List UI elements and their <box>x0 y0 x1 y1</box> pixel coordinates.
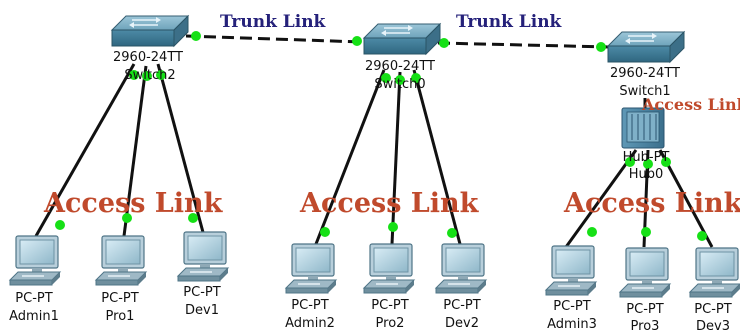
pc-icon <box>363 243 415 294</box>
pc-icon <box>619 247 671 298</box>
trunk-cable-switch0-switch1 <box>437 41 611 49</box>
switch-1-model: 2960-24TT <box>610 66 680 81</box>
pc-type-label: PC-PT <box>553 299 590 314</box>
switch-2-name: Switch2 <box>124 68 175 83</box>
hub-name: Hub0 <box>629 167 664 182</box>
pc-icon <box>95 235 147 286</box>
pc-type-label: PC-PT <box>443 298 480 313</box>
access-cable-pro2 <box>390 71 402 245</box>
switch-icon <box>607 31 685 63</box>
access-link-label-3: Access Link <box>563 188 740 219</box>
link-dot <box>411 73 421 83</box>
pc-icon <box>285 243 337 294</box>
pc-name-label: Dev2 <box>445 316 479 331</box>
pc-type-label: PC-PT <box>694 302 731 317</box>
pc-pro2[interactable]: PC-PT Pro2 <box>363 243 415 331</box>
link-dot <box>129 70 139 80</box>
link-dot <box>352 36 362 46</box>
link-dot <box>142 71 152 81</box>
hub-0[interactable]: Hub-PT Hub0 <box>621 107 670 182</box>
pc-admin2[interactable]: PC-PT Admin2 <box>285 243 337 331</box>
link-dot <box>381 73 391 83</box>
switch-icon <box>111 15 189 47</box>
link-dot <box>388 222 398 232</box>
pc-name-label: Admin3 <box>547 317 597 331</box>
access-cable-pro1 <box>122 65 148 237</box>
pc-type-label: PC-PT <box>101 291 138 306</box>
pc-pro1[interactable]: PC-PT Pro1 <box>95 235 147 324</box>
pc-type-label: PC-PT <box>626 302 663 317</box>
pc-pro3[interactable]: PC-PT Pro3 <box>619 247 671 331</box>
access-link-label-2: Access Link <box>299 188 480 219</box>
pc-type-label: PC-PT <box>291 298 328 313</box>
hub-icon <box>621 107 665 149</box>
pc-name-label: Dev3 <box>696 319 730 331</box>
link-status-dots <box>55 31 707 241</box>
access-cable-admin2 <box>314 69 386 245</box>
pc-icon <box>689 247 740 298</box>
access-cable-admin3 <box>564 149 638 248</box>
pc-type-label: PC-PT <box>183 285 220 300</box>
switch-icon <box>363 23 441 55</box>
pc-dev2[interactable]: PC-PT Dev2 <box>435 243 487 331</box>
access-cable-dev1 <box>156 63 206 237</box>
access-cable-admin1 <box>34 63 136 237</box>
switch-0-name: Switch0 <box>374 77 425 92</box>
link-dot <box>596 42 606 52</box>
pc-name-label: Admin1 <box>9 309 59 324</box>
trunk-link-label-1: Trunk Link <box>220 12 327 32</box>
pc-dev1[interactable]: PC-PT Dev1 <box>177 231 229 318</box>
access-cable-dev2 <box>412 69 462 245</box>
link-dot <box>625 157 635 167</box>
pc-icon <box>435 243 487 294</box>
link-dot <box>587 227 597 237</box>
switch-1-name: Switch1 <box>619 84 670 99</box>
pc-type-label: PC-PT <box>371 298 408 313</box>
link-dot <box>122 213 132 223</box>
pc-admin3[interactable]: PC-PT Admin3 <box>545 245 597 331</box>
link-dot <box>643 159 653 169</box>
link-dot <box>395 75 405 85</box>
link-dot <box>697 231 707 241</box>
link-dot <box>661 157 671 167</box>
access-link-label-hub: Access Link <box>641 95 740 114</box>
pc-name-label: Admin2 <box>285 316 335 331</box>
link-dot <box>55 220 65 230</box>
pc-name-label: Pro3 <box>631 319 660 331</box>
link-dot <box>191 31 201 41</box>
trunk-link-label-2: Trunk Link <box>456 12 563 32</box>
pc-name-label: Dev1 <box>185 303 219 318</box>
link-dot <box>447 228 457 238</box>
pc-icon <box>177 231 229 282</box>
switch-2-model: 2960-24TT <box>113 50 183 65</box>
pc-icon <box>9 235 61 286</box>
link-dot <box>188 213 198 223</box>
switch-0-model: 2960-24TT <box>365 59 435 74</box>
switch-2[interactable]: 2960-24TT Switch2 <box>111 15 189 83</box>
hub-model: Hub-PT <box>623 150 670 165</box>
link-dot <box>320 227 330 237</box>
link-dot <box>439 38 449 48</box>
link-dot <box>641 227 651 237</box>
pc-type-label: PC-PT <box>15 291 52 306</box>
pc-name-label: Pro1 <box>106 309 135 324</box>
switch-1[interactable]: 2960-24TT Switch1 <box>607 31 685 99</box>
pc-dev3[interactable]: PC-PT Dev3 <box>689 247 740 331</box>
trunk-cable-switch2-switch0 <box>185 34 363 44</box>
pc-admin1[interactable]: PC-PT Admin1 <box>9 235 61 324</box>
link-dot <box>156 70 166 80</box>
access-link-label-1: Access Link <box>43 188 224 219</box>
pc-name-label: Pro2 <box>376 316 405 331</box>
switch-0[interactable]: 2960-24TT Switch0 <box>363 23 441 92</box>
pc-icon <box>545 245 597 296</box>
